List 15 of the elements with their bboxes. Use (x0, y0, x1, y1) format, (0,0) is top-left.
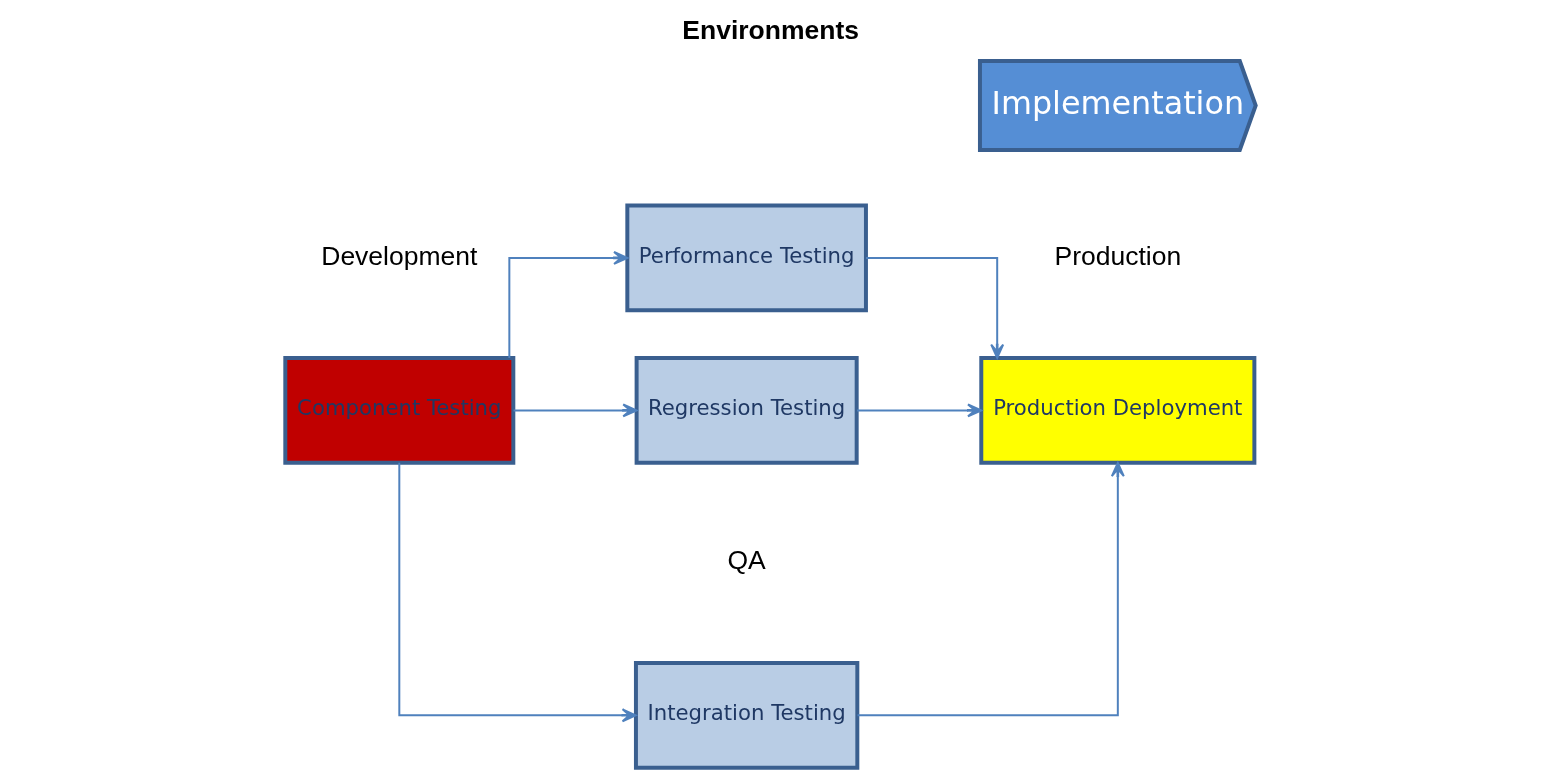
arrow (512, 403, 638, 418)
node-box: Component Testing (283, 356, 516, 465)
node-box: Performance Testing (625, 203, 868, 313)
arrow (856, 403, 983, 418)
arrow (508, 250, 629, 359)
node-box: Regression Testing (634, 356, 859, 465)
node-box: Integration Testing (633, 660, 860, 770)
label: Development (321, 240, 478, 271)
arrow (856, 461, 1125, 717)
arrow (865, 256, 1005, 359)
arrow (398, 461, 637, 723)
diagram-title: Environments (682, 14, 860, 45)
label: Production (1054, 240, 1182, 271)
label: QA (727, 545, 766, 576)
node-box: Production Deployment (979, 356, 1257, 465)
